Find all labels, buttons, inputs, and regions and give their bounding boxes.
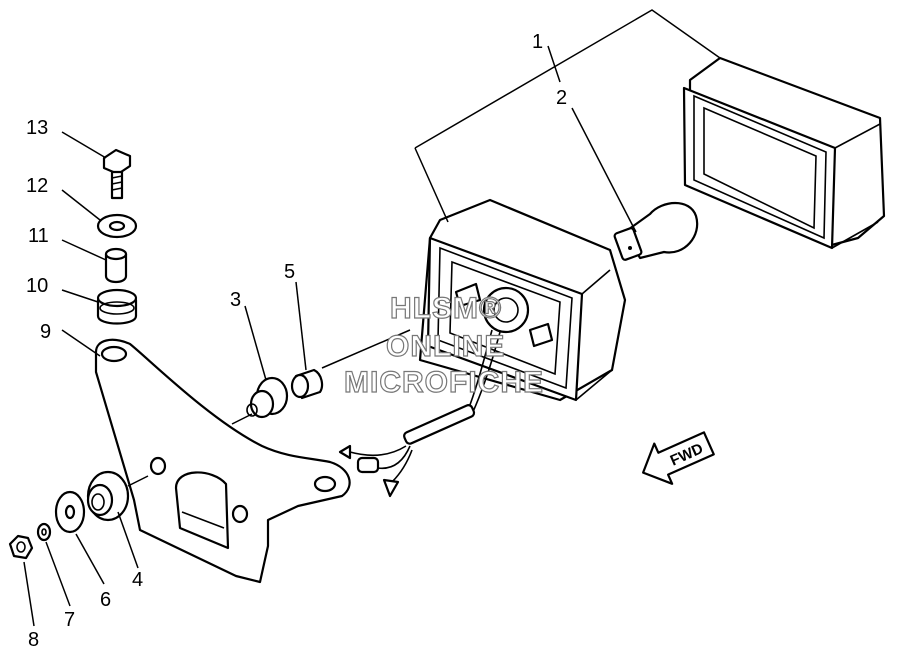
bolt: [102, 148, 132, 200]
mounting-bracket: [94, 338, 351, 584]
watermark-line-1: HLSM®: [390, 292, 502, 325]
callout-8: 8: [28, 629, 39, 651]
callout-10: 10: [26, 275, 48, 297]
collar: [104, 247, 128, 284]
watermark-line-2: ONLINE: [386, 330, 505, 363]
callout-4: 4: [132, 569, 143, 591]
callout-1: 1: [532, 31, 543, 53]
collar-spacer: [290, 368, 324, 400]
callout-2: 2: [556, 87, 567, 109]
lock-washer: [36, 522, 52, 542]
bulb: [613, 202, 699, 261]
callout-13: 13: [26, 117, 48, 139]
callout-3: 3: [230, 289, 241, 311]
callout-6: 6: [100, 589, 111, 611]
nut: [8, 534, 34, 560]
lamp-housing: [338, 198, 627, 498]
forward-arrow: FWD: [642, 431, 715, 485]
washer-large: [96, 213, 138, 239]
callout-12: 12: [26, 175, 48, 197]
callout-5: 5: [284, 261, 295, 283]
watermark-line-3: MICROFICHE: [344, 366, 544, 399]
tail-lamp-lens: [682, 56, 886, 250]
assembly-lines: [127, 329, 411, 487]
grommet: [96, 288, 138, 325]
callout-11: 11: [28, 225, 49, 247]
plain-washer: [54, 490, 86, 534]
leader-lines: [23, 9, 721, 627]
grommet-round: [86, 470, 130, 522]
callout-7: 7: [64, 609, 75, 631]
callout-labels: 1 2 3 4 5 6 7 8 9 10 11 12 13: [26, 31, 567, 651]
callout-9: 9: [40, 321, 51, 343]
damper: [246, 376, 289, 419]
watermark: HLSM® ONLINE MICROFICHE: [343, 291, 544, 399]
